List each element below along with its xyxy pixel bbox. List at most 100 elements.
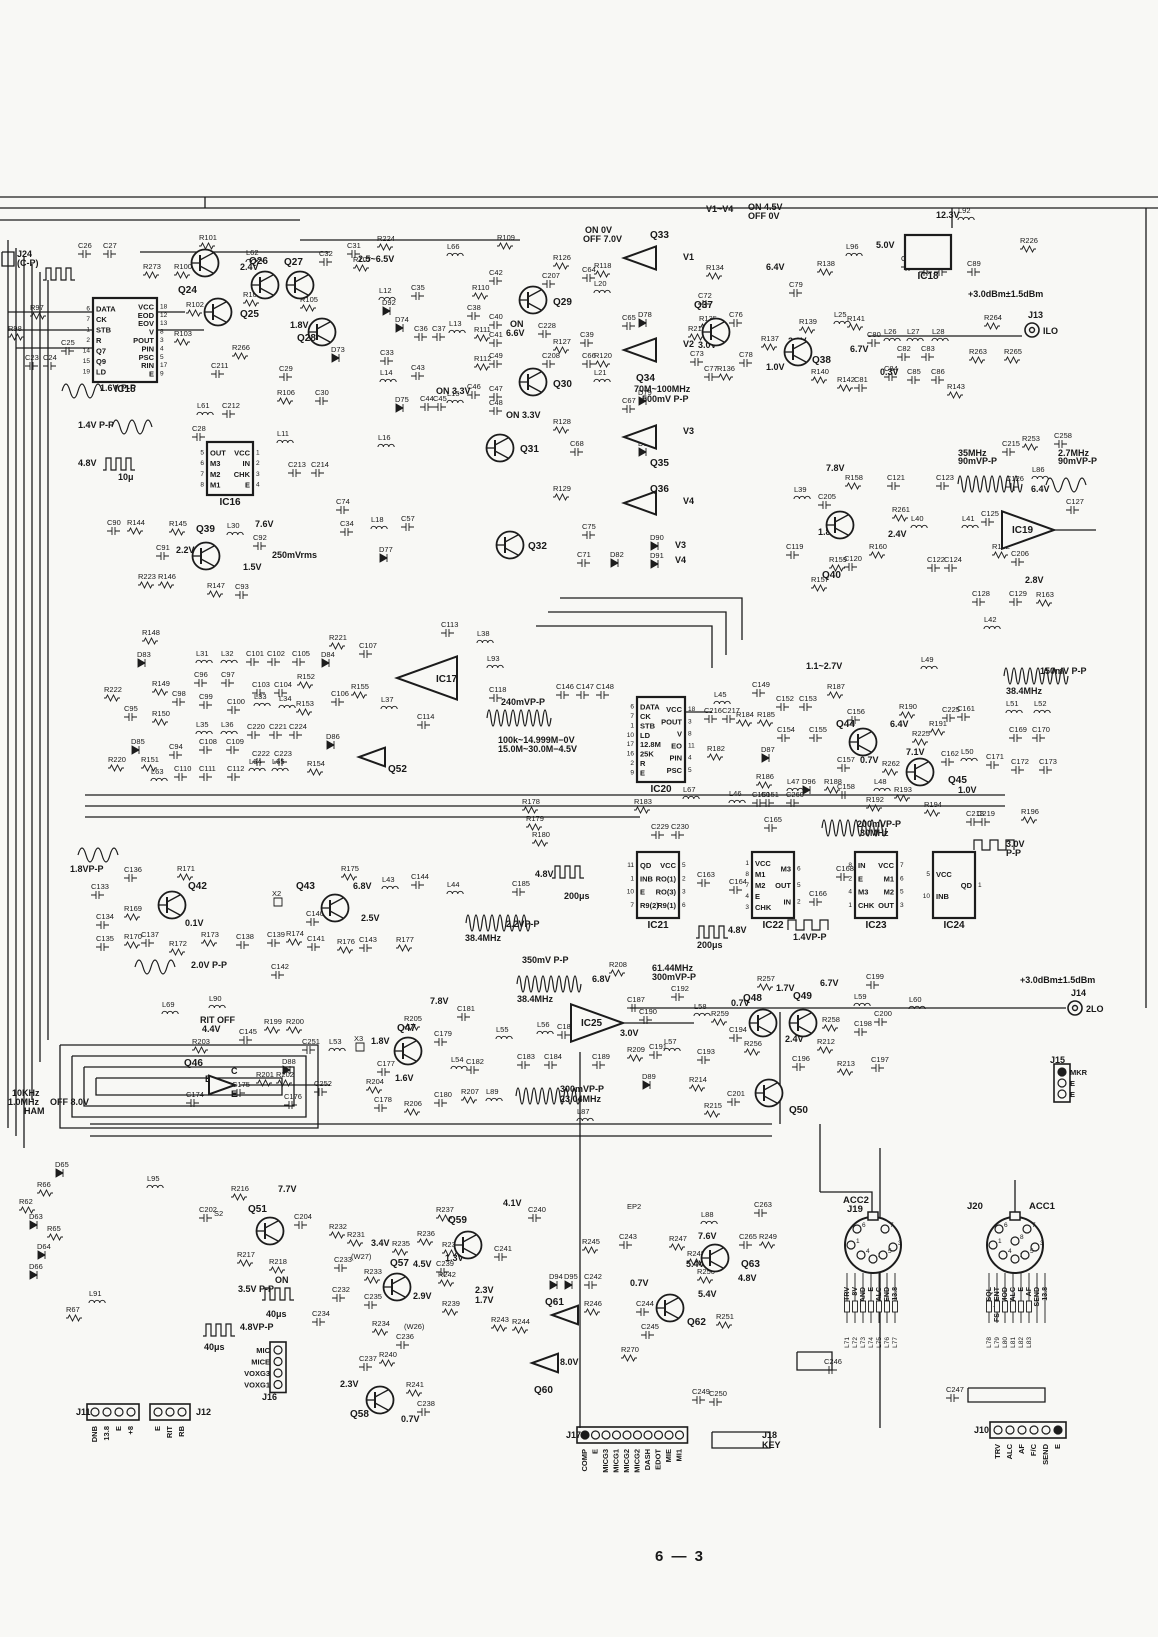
svg-text:IN: IN [858, 861, 866, 870]
svg-text:IC23: IC23 [865, 920, 887, 931]
svg-text:OFF 7.0V: OFF 7.0V [583, 234, 622, 244]
svg-text:Q45: Q45 [948, 775, 967, 786]
svg-text:C120: C120 [844, 554, 862, 563]
svg-text:D96: D96 [802, 777, 816, 786]
svg-text:L45: L45 [714, 690, 727, 699]
svg-text:L55: L55 [496, 1025, 509, 1034]
svg-text:5: 5 [926, 871, 930, 878]
svg-text:Q48: Q48 [743, 993, 762, 1004]
svg-text:L50: L50 [961, 747, 974, 756]
svg-text:J24: J24 [17, 249, 32, 259]
svg-text:C148: C148 [596, 682, 614, 691]
svg-text:L95: L95 [147, 1174, 160, 1183]
svg-text:R140: R140 [811, 367, 829, 376]
transistor-Q43: Q43 [296, 881, 350, 923]
svg-text:R142: R142 [837, 375, 855, 384]
svg-text:C191: C191 [649, 1042, 667, 1051]
svg-text:L76: L76 [884, 1337, 891, 1348]
svg-text:E: E [153, 1426, 162, 1431]
svg-text:R219: R219 [688, 324, 706, 333]
svg-text:R65: R65 [47, 1224, 61, 1233]
svg-text:E: E [1053, 1444, 1062, 1449]
svg-text:D91: D91 [650, 551, 664, 560]
svg-text:V4: V4 [675, 555, 686, 565]
svg-text:C40: C40 [489, 312, 503, 321]
svg-text:Q32: Q32 [528, 541, 547, 552]
svg-text:ILO: ILO [1043, 326, 1058, 336]
svg-text:L63: L63 [151, 767, 164, 776]
svg-text:R97: R97 [30, 303, 44, 312]
svg-text:38.4MHz: 38.4MHz [1006, 686, 1043, 696]
svg-text:R192: R192 [866, 795, 884, 804]
svg-text:C202: C202 [199, 1205, 217, 1214]
svg-text:4.8V: 4.8V [728, 925, 747, 935]
svg-text:R134: R134 [706, 263, 724, 272]
svg-text:0.3V: 0.3V [880, 367, 899, 377]
svg-text:C90: C90 [107, 518, 121, 527]
svg-text:C108: C108 [199, 737, 217, 746]
svg-text:R224: R224 [377, 234, 395, 243]
svg-text:R139: R139 [799, 317, 817, 326]
svg-text:V1~V4: V1~V4 [706, 204, 733, 214]
svg-text:RIT OFF: RIT OFF [200, 1015, 235, 1025]
svg-text:C109: C109 [226, 737, 244, 746]
svg-text:90mVP-P: 90mVP-P [1058, 456, 1097, 466]
svg-text:R160: R160 [869, 542, 887, 551]
svg-text:C222: C222 [252, 749, 270, 758]
svg-text:R176: R176 [337, 937, 355, 946]
svg-text:C169: C169 [1009, 725, 1027, 734]
amp-IC17: IC17 [394, 654, 458, 702]
svg-text:R141: R141 [847, 314, 865, 323]
svg-text:10: 10 [923, 893, 931, 900]
svg-text:C26: C26 [78, 241, 92, 250]
svg-text:LD: LD [640, 731, 651, 740]
svg-text:L47: L47 [787, 777, 800, 786]
svg-text:C149: C149 [752, 680, 770, 689]
wires [0, 196, 1158, 1449]
svg-text:E: E [149, 370, 154, 379]
svg-text:Q7: Q7 [96, 347, 106, 356]
transistor-Q40: Q40 [822, 510, 855, 581]
svg-text:POUT: POUT [133, 336, 154, 345]
svg-text:L32: L32 [221, 649, 234, 658]
svg-text:12: 12 [160, 312, 168, 319]
svg-text:R262: R262 [882, 759, 900, 768]
svg-text:D64: D64 [37, 1242, 51, 1251]
svg-text:E: E [868, 1287, 875, 1292]
svg-text:1.7V: 1.7V [475, 1295, 494, 1305]
svg-text:R256: R256 [744, 1039, 762, 1048]
svg-text:C46: C46 [467, 382, 481, 391]
amp-IC19: IC19 [1001, 509, 1057, 551]
svg-text:R239: R239 [442, 1299, 460, 1308]
svg-text:C230: C230 [671, 822, 689, 831]
svg-text:L58: L58 [694, 1002, 707, 1011]
svg-text:2.4V: 2.4V [240, 262, 259, 272]
svg-text:+3.0dBm±1.5dBm: +3.0dBm±1.5dBm [968, 289, 1043, 299]
svg-text:(W26): (W26) [404, 1322, 425, 1331]
svg-text:J18: J18 [762, 1430, 777, 1440]
svg-text:C151: C151 [761, 790, 779, 799]
svg-text:C147: C147 [576, 682, 594, 691]
svg-text:C168: C168 [836, 864, 854, 873]
svg-text:R190: R190 [899, 702, 917, 711]
svg-text:R: R [640, 759, 646, 768]
svg-text:OUT: OUT [878, 901, 894, 910]
svg-text:R223: R223 [138, 572, 156, 581]
svg-text:C265: C265 [739, 1232, 757, 1241]
svg-text:1.5V: 1.5V [243, 562, 262, 572]
svg-text:1.1~2.7V: 1.1~2.7V [806, 661, 842, 671]
svg-text:L88: L88 [701, 1210, 714, 1219]
svg-text:C73: C73 [690, 349, 704, 358]
svg-text:C241: C241 [494, 1244, 512, 1253]
transistor-Q57: Q57 [382, 1258, 412, 1302]
svg-text:C99: C99 [199, 692, 213, 701]
svg-text:C170: C170 [1032, 725, 1050, 734]
svg-text:4.4V: 4.4V [202, 1024, 221, 1034]
svg-text:R180: R180 [532, 830, 550, 839]
svg-text:12.3V: 12.3V [936, 210, 960, 220]
svg-text:2.3V: 2.3V [340, 1379, 359, 1389]
svg-text:INB: INB [640, 874, 654, 883]
